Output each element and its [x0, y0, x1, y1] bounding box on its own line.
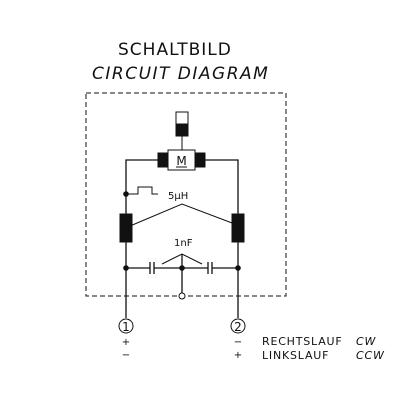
terminal-2: [230, 318, 246, 334]
wire-top-left: [125, 159, 158, 194]
legend-ccw-label: LINKSLAUF: [262, 349, 329, 362]
terminal-1-top-sign: +: [122, 337, 130, 348]
terminal-2-number: 2: [234, 320, 242, 334]
capacitor-value: 1nF: [174, 238, 193, 249]
inductor-value: 5µH: [168, 191, 188, 202]
motor-body: [167, 149, 196, 171]
enclosure-outline: [85, 92, 287, 297]
motor-label: M: [176, 154, 186, 168]
diagram-title: SCHALTBILD: [118, 40, 232, 60]
wire-top-right: [205, 159, 239, 214]
terminal-2-bottom-sign: +: [234, 350, 242, 361]
legend-cw-abbr: CW: [356, 335, 376, 348]
ground-terminal: [178, 292, 186, 300]
inductor-left: [119, 213, 133, 243]
inductor-coupling-line: [129, 203, 241, 227]
terminal-1-bottom-sign: −: [122, 350, 130, 361]
thermal-switch-symbol: [126, 186, 158, 195]
legend-cw-label: RECHTSLAUF: [262, 335, 343, 348]
terminal-2-top-sign: −: [234, 337, 242, 348]
motor-brush-right: [194, 152, 206, 168]
terminal-1-number: 1: [122, 320, 130, 334]
inductor-right: [231, 213, 245, 243]
diagram-subtitle: CIRCUIT DIAGRAM: [92, 64, 269, 84]
connector-plug-fill: [176, 123, 188, 136]
terminal-1: [118, 318, 134, 334]
legend-ccw-abbr: CCW: [356, 349, 385, 362]
junction-center: [179, 265, 185, 271]
motor-brush-left: [157, 152, 169, 168]
